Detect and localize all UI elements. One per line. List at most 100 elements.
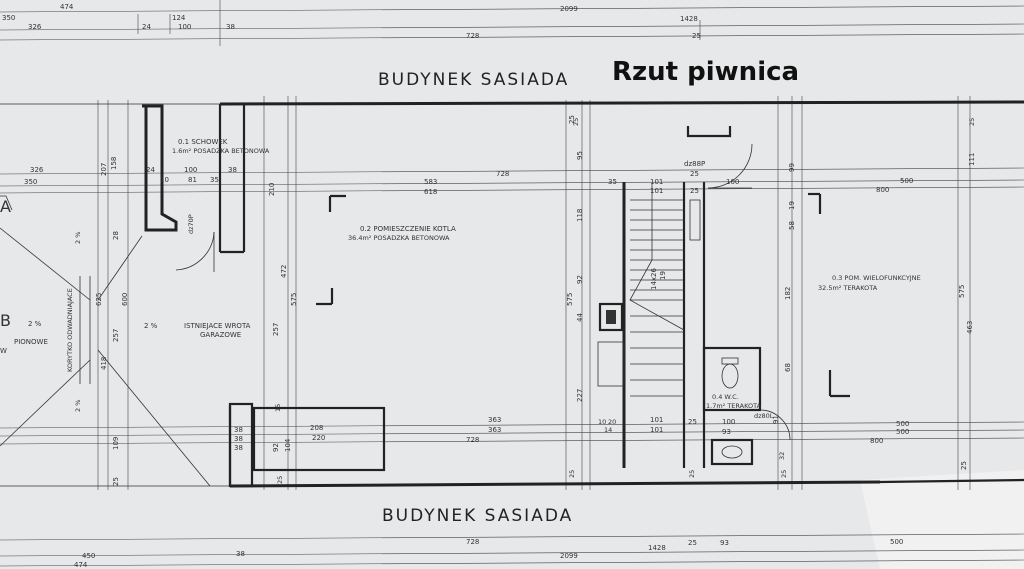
dim-label: 575 [290, 293, 298, 306]
dim-label: 25 [690, 170, 699, 178]
dim-label: 25 [968, 118, 976, 126]
dim-label: 92 [272, 443, 280, 452]
dim-label: 418 [100, 357, 108, 370]
dim-label: 25 [688, 418, 697, 426]
slope-label-3: 2 % [74, 232, 82, 244]
vertical-dimension-lines [97, 96, 971, 490]
dim-label: 257 [272, 323, 280, 336]
dim-label: 463 [966, 321, 974, 334]
dim-label: 14 [604, 426, 612, 434]
slope-label-1: 2 % [28, 320, 42, 328]
dim-label: 2099 [560, 552, 578, 560]
dim-label: 28 [112, 231, 120, 240]
stairs-label-line2: 19 [659, 271, 667, 280]
dim-label: 208 [310, 424, 323, 432]
dim-label: 800 [870, 437, 883, 445]
room-wielofunkcyjne-spec: 32.5m² TERAKOTA [818, 284, 878, 292]
dim-label: 182 [784, 287, 792, 300]
pionowe-label: PIONOWE [14, 338, 48, 346]
dim-label: 257 [112, 329, 120, 342]
dim-label: 68 [784, 363, 792, 372]
dim-label: 92 [576, 275, 584, 284]
dim-label: 474 [60, 3, 74, 11]
door-70p-label: dz70P [187, 214, 195, 234]
wc-fixtures [721, 357, 743, 459]
dim-label: 25 [568, 115, 576, 124]
room-kotlownia-spec: 36.4m² POSADZKA BETONOWA [348, 234, 450, 242]
dim-label: 15 [274, 404, 282, 412]
dim-label: 100 [178, 23, 191, 31]
dim-label: 93 [720, 539, 729, 547]
dim-label: 38 [234, 426, 243, 434]
stairs-label: 14x26 [650, 267, 658, 290]
dim-label: 158 [110, 157, 118, 170]
dim-label: 600 [121, 293, 129, 306]
dim-label: 100 [726, 178, 739, 186]
dim-label: 101 [650, 178, 663, 186]
dim-label: 25 [692, 32, 701, 40]
dims-mid: 326 350 728 583 618 35 101 25 100 800 50… [24, 166, 913, 196]
dims-vertical: 207 158 28 600 625 257 418 109 25 210 47… [95, 115, 976, 486]
bottom-dimension-lines [0, 421, 1024, 567]
dim-label: 104 [284, 438, 292, 452]
dim-label: 326 [28, 23, 42, 31]
room-wc-spec: 1.7m² TERAKOTA [706, 402, 762, 410]
dims-top: 474 350 2099 1428 326 24 124 100 38 728 … [2, 3, 701, 40]
dim-label: 210 [268, 183, 276, 196]
dim-label: 99 [788, 163, 796, 172]
dim-label: 38 [236, 550, 245, 558]
dim-label: 575 [958, 285, 966, 298]
dim-label: 363 [488, 426, 501, 434]
dim-label: 1428 [680, 15, 698, 23]
dim-label: 2099 [560, 5, 578, 13]
room-schowek-spec: 1.6m² POSADZKA BETONOWA [172, 147, 270, 155]
dim-label: 35 [608, 178, 617, 186]
room-wc-name: 0.4 W.C. [712, 393, 739, 401]
dim-label: 220 [312, 434, 325, 442]
dim-label: 227 [576, 389, 584, 402]
slope-lines [0, 195, 211, 487]
dim-label: 101 [650, 187, 663, 195]
dim-label: 38 [226, 23, 235, 31]
neighbor-label-bottom: BUDYNEK SASIADA [382, 506, 573, 526]
room-kotlownia-name: 0.2 POMIESZCZENIE KOTLA [360, 225, 456, 233]
dim-label: 100 [722, 418, 735, 426]
dim-label: 500 [896, 420, 909, 428]
corridor-label: KORYTKO ODWADNIAJACE [66, 288, 74, 372]
dim-label: 350 [24, 178, 37, 186]
dim-label: 100 [184, 166, 197, 174]
dim-label: 101 [650, 416, 663, 424]
dim-label: 20 [608, 418, 616, 426]
dim-label: 24 [146, 166, 155, 174]
doors [175, 143, 791, 441]
dim-label: 24 [142, 23, 151, 31]
slope-label-4: 2 % [74, 400, 82, 412]
dim-label: 728 [466, 32, 479, 40]
dim-label: 25 [690, 187, 699, 195]
dim-label: 10 [160, 176, 169, 184]
dim-label: 326 [30, 166, 44, 174]
dim-label: 583 [424, 178, 437, 186]
dim-label: 124 [172, 14, 186, 22]
dim-label: 32 [778, 452, 786, 460]
room-schowek-name: 0.1 SCHOWEK [178, 138, 228, 146]
door-80l-label: dz80L [754, 412, 774, 420]
pionowe-label-line2: W [0, 347, 7, 355]
dim-label: 44 [576, 313, 584, 322]
dim-label: 38 [234, 444, 243, 452]
dim-label: 500 [896, 428, 909, 436]
dim-label: 19 [788, 201, 796, 210]
dim-label: 25 [572, 118, 580, 126]
dim-label: 35 [210, 176, 219, 184]
dim-label: 800 [876, 186, 889, 194]
dim-label: 350 [2, 14, 15, 22]
dim-label: 450 [82, 552, 95, 560]
dim-label: 93 [722, 428, 731, 436]
dim-label: 1428 [648, 544, 666, 552]
dim-label: 625 [95, 293, 103, 306]
dim-label: 118 [576, 209, 584, 222]
top-dimension-lines [0, 0, 1024, 46]
dims-bottom: 38 38 38 208 220 92 104 363 363 728 10 2… [74, 416, 909, 569]
dim-label: 38 [228, 166, 237, 174]
